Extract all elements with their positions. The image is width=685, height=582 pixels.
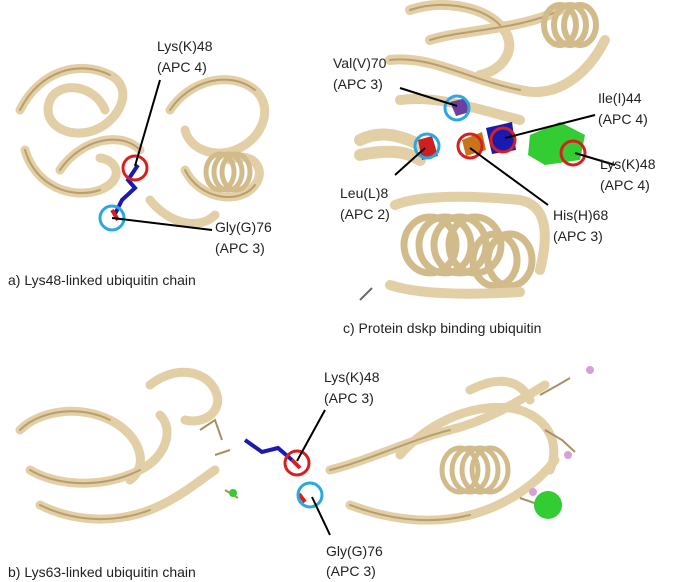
- panel-c-upper-helix: [541, 2, 599, 48]
- panel-c-leu8-residue: [418, 136, 438, 160]
- panel-c-ile44-label-name: Ile(I)44: [598, 90, 642, 106]
- panel-b-lys48-highlight-circle: [283, 449, 311, 477]
- panel-b-left-side-chains: [199, 418, 239, 499]
- panel-b-right-pink-atom-top: [586, 366, 594, 374]
- panel-c-his68-highlight-circle: [456, 132, 484, 160]
- panel-b-gly76-leader-line: [311, 496, 331, 536]
- panel-b: Lys(K)48 (APC 3) Gly(G)76 (APC 3) b) Lys…: [8, 366, 594, 580]
- panel-b-left-protein-structure: [15, 367, 307, 524]
- panel-a-lys48-highlight-circle: [121, 154, 149, 182]
- panel-a-gly76-label-apc: (APC 3): [215, 240, 265, 256]
- panel-b-linkage-oxygen: [290, 458, 307, 504]
- panel-c-leu8-label-apc: (APC 2): [340, 206, 390, 222]
- panel-a-linkage-residue: [113, 163, 140, 215]
- panel-b-left-ribbon-edge: [19, 410, 151, 520]
- panel-b-right-pink-atom-low: [529, 488, 537, 496]
- panel-c-val70-highlight-circle: [443, 94, 471, 122]
- panel-b-right-protein-structure: [325, 366, 594, 525]
- panel-c-lower-helices: [400, 213, 536, 290]
- panel-c-his68-label-apc: (APC 3): [553, 228, 603, 244]
- panel-a-lys48-label-apc: (APC 4): [157, 59, 207, 75]
- panel-c-leu8-label-name: Leu(L)8: [340, 185, 388, 201]
- panel-b-left-green-atom: [229, 489, 237, 497]
- panel-a-caption: a) Lys48-linked ubiquitin chain: [8, 272, 196, 288]
- panel-c-lower-ribbons: [385, 191, 550, 299]
- panel-a-gly76-leader-line: [111, 217, 213, 231]
- panel-c-his68-label-name: His(H)68: [553, 207, 608, 223]
- panel-c-ile44-highlight-circle: [489, 126, 517, 154]
- panel-c-leu8-leader-line: [394, 147, 426, 176]
- panel-c-protein-structure: [354, 0, 610, 301]
- panel-c-val70-label-name: Val(V)70: [333, 55, 387, 71]
- panel-c-caption: c) Protein dskp binding ubiquitin: [343, 320, 541, 336]
- panel-c-val70-leader-line: [399, 87, 458, 107]
- panel-a-lys48-leader-line: [134, 79, 161, 167]
- panel-b-right-ribbon-edge: [329, 429, 471, 522]
- panel-c-his68-leader-line: [469, 147, 549, 206]
- panel-a-lys48-label-name: Lys(K)48: [157, 38, 213, 54]
- panel-b-gly76-label-name: Gly(G)76: [326, 543, 383, 559]
- panel-b-right-pink-atom-mid: [564, 451, 572, 459]
- panel-a-ribbon-edge: [19, 67, 141, 195]
- panel-b-lys48-label-apc: (APC 3): [324, 390, 374, 406]
- panel-b-right-helix: [439, 445, 511, 495]
- panel-b-caption: b) Lys63-linked ubiquitin chain: [8, 564, 196, 580]
- panel-b-linkage-residue: [243, 438, 294, 462]
- panel-c-lys48-leader-line: [574, 152, 616, 166]
- panel-a-helix: [203, 151, 253, 193]
- panel-a-protein-structure: [15, 63, 270, 228]
- panel-a: Lys(K)48 (APC 4) Gly(G)76 (APC 3) a) Lys…: [8, 38, 272, 288]
- panel-c-middle-bundle: [354, 128, 426, 166]
- panel-c-ile44-label-apc: (APC 4): [598, 111, 648, 127]
- panel-c-leu8-highlight-circle: [413, 132, 441, 160]
- panel-b-left-ribbon: [15, 367, 223, 524]
- panel-c-lys48-residue: [528, 122, 585, 165]
- panel-c-lys48-highlight-circle: [559, 139, 587, 167]
- panel-a-gly76-highlight-circle: [98, 204, 126, 232]
- panel-c-ile44-leader-line: [504, 114, 596, 139]
- panel-b-lys48-label-name: Lys(K)48: [324, 369, 380, 385]
- panel-b-gly76-highlight-circle: [296, 481, 324, 509]
- panel-c-val70-label-apc: (APC 3): [333, 76, 383, 92]
- panel-b-lys48-leader-line: [296, 409, 326, 462]
- panel-a-ribbon-2-edge: [169, 78, 256, 198]
- panel-c: Val(V)70 (APC 3) Ile(I)44 (APC 4) Lys(K)…: [333, 0, 656, 336]
- panel-c-lys48-label-apc: (APC 4): [600, 177, 650, 193]
- panel-c-lys48-label-name: Lys(K)48: [600, 156, 656, 172]
- panel-c-corner-strand: [359, 287, 373, 301]
- panel-a-gly76-label-name: Gly(G)76: [215, 219, 272, 235]
- panel-a-ribbon-2: [145, 75, 270, 228]
- panel-b-right-green-ion: [534, 491, 562, 519]
- panel-c-val70-residue: [450, 98, 470, 116]
- panel-b-gly76-label-apc: (APC 3): [326, 563, 376, 579]
